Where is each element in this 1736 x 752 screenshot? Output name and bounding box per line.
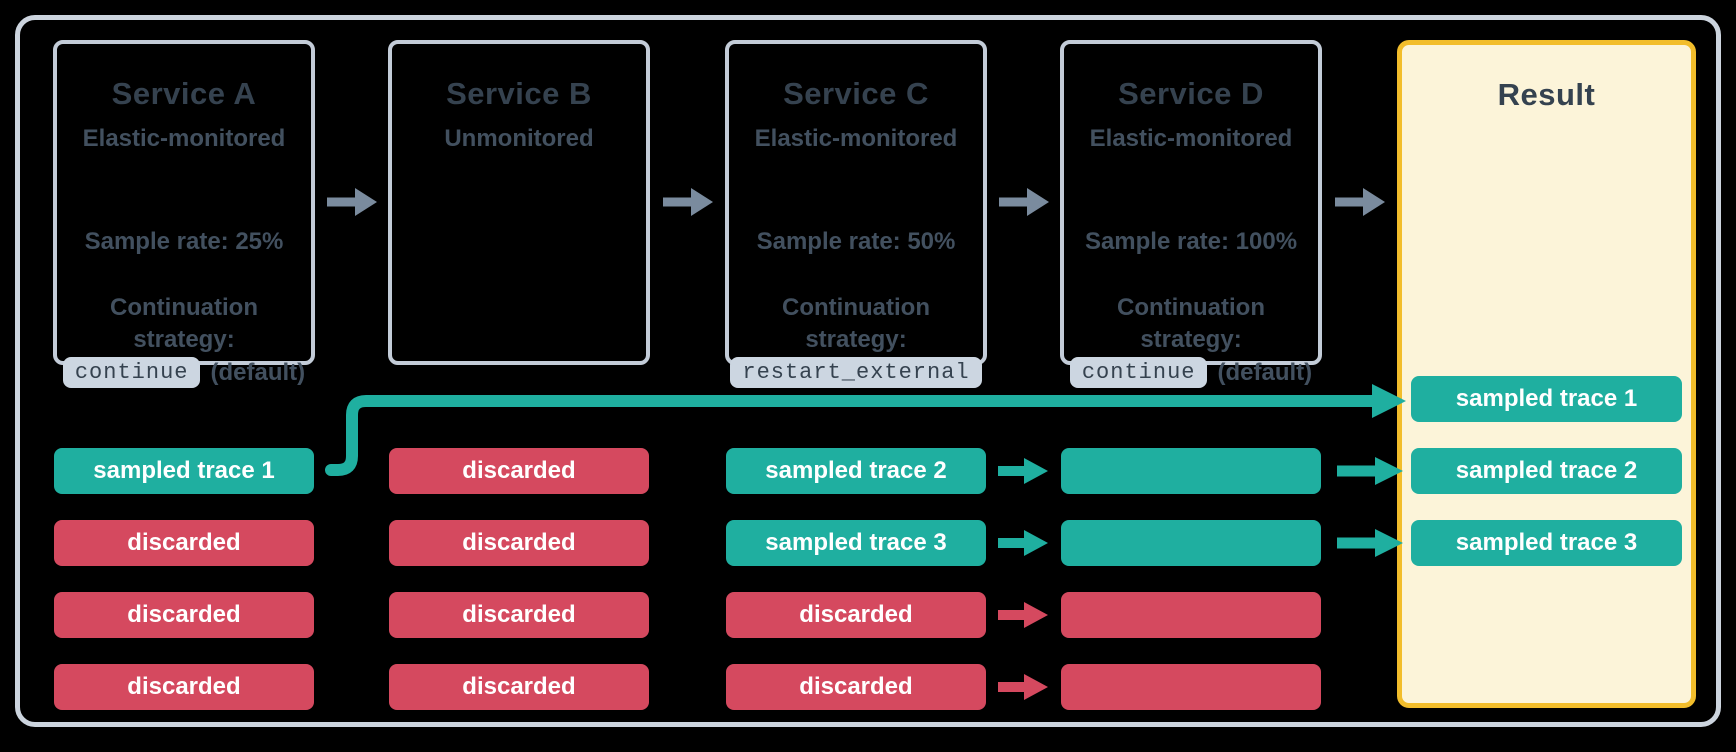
trace-pill: sampled trace 2: [726, 448, 986, 494]
trace-pill: [1061, 592, 1321, 638]
trace-pill: [1061, 520, 1321, 566]
trace-pill: discarded: [389, 448, 649, 494]
service-a-box: Service A Elastic-monitored Sample rate:…: [53, 40, 315, 388]
service-subtitle: Unmonitored: [444, 125, 594, 152]
continuation-line-2: strategy:: [133, 326, 235, 353]
service-title: Service B: [446, 76, 592, 111]
service-title: Service A: [111, 76, 257, 111]
trace-pill: discarded: [54, 592, 314, 638]
trace-pill: discarded: [54, 520, 314, 566]
continuation-line-2: strategy:: [1140, 326, 1242, 353]
trace-pill: sampled trace 1: [54, 448, 314, 494]
continuation-badge: continue: [62, 357, 201, 388]
trace-pill: discarded: [726, 664, 986, 710]
trace-pill: sampled trace 3: [726, 520, 986, 566]
trace-pill: [1061, 448, 1321, 494]
trace-pill: discarded: [389, 592, 649, 638]
result-pill: sampled trace 2: [1411, 448, 1682, 494]
service-d-box: Service D Elastic-monitored Sample rate:…: [1060, 40, 1322, 388]
continuation-badge-row: continue (default): [1064, 357, 1318, 388]
sample-rate-label: Sample rate: 25%: [84, 228, 284, 255]
continuation-line-1: Continuation: [782, 294, 930, 321]
service-title: Service D: [1118, 76, 1264, 111]
sample-rate-label: Sample rate: 100%: [1084, 228, 1298, 255]
continuation-strategy-label: Continuation strategy:: [57, 292, 311, 356]
service-c-box: Service C Elastic-monitored Sample rate:…: [725, 40, 987, 388]
outer-frame: [15, 15, 1721, 727]
continuation-strategy-label: Continuation strategy:: [729, 292, 983, 356]
trace-pill: discarded: [726, 592, 986, 638]
trace-pill: discarded: [389, 520, 649, 566]
sample-rate-label: Sample rate: 50%: [756, 228, 956, 255]
service-subtitle: Elastic-monitored: [1089, 125, 1293, 152]
result-pill: sampled trace 1: [1411, 376, 1682, 422]
continuation-line-2: strategy:: [805, 326, 907, 353]
continuation-line-1: Continuation: [110, 294, 258, 321]
badge-suffix: (default): [210, 358, 306, 386]
continuation-badge: restart_external: [730, 357, 982, 388]
continuation-badge-row: continue (default): [57, 357, 311, 388]
service-subtitle: Elastic-monitored: [82, 125, 286, 152]
service-subtitle: Elastic-monitored: [754, 125, 958, 152]
result-title: Result: [1497, 77, 1596, 112]
continuation-strategy-label: Continuation strategy:: [1064, 292, 1318, 356]
trace-pill: discarded: [389, 664, 649, 710]
service-b-box: Service B Unmonitored: [388, 40, 650, 365]
badge-suffix: (default): [1217, 358, 1313, 386]
result-box: Result sampled trace 1 sampled trace 2 s…: [1397, 40, 1696, 708]
trace-pill: [1061, 664, 1321, 710]
trace-pill: discarded: [54, 664, 314, 710]
continuation-badge: continue: [1069, 357, 1208, 388]
result-pill: sampled trace 3: [1411, 520, 1682, 566]
continuation-badge-row: restart_external: [729, 357, 983, 388]
service-title: Service C: [783, 76, 929, 111]
continuation-line-1: Continuation: [1117, 294, 1265, 321]
